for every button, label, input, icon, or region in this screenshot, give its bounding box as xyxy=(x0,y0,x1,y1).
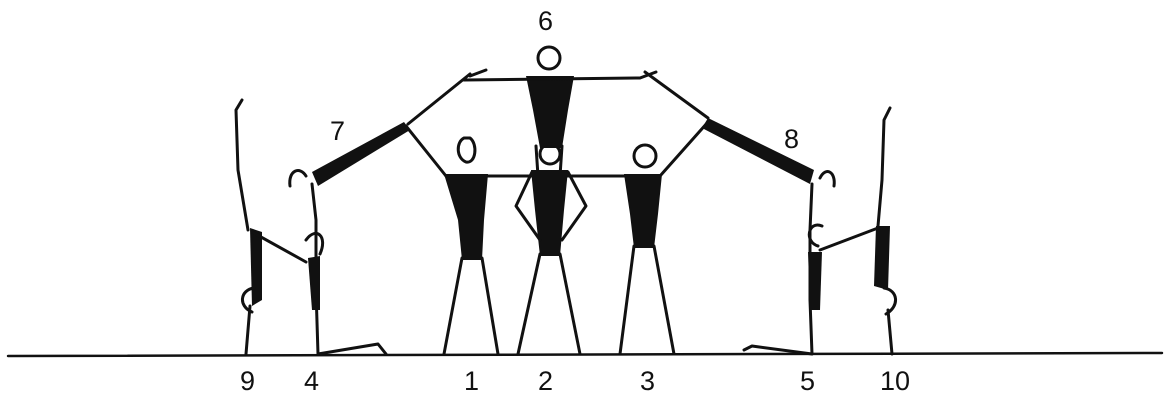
label-5: 5 xyxy=(800,368,815,395)
figure-8-head xyxy=(820,172,834,186)
figure-4-leg xyxy=(318,344,386,354)
label-8: 8 xyxy=(784,126,799,153)
figure-6-torso xyxy=(526,76,574,148)
figure-1 xyxy=(406,126,498,354)
label-10: 10 xyxy=(880,368,910,395)
figure-4 xyxy=(306,184,386,354)
figure-1-head xyxy=(458,138,475,162)
figure-9-torso xyxy=(250,228,262,306)
figure-3 xyxy=(620,122,708,354)
figure-10-head xyxy=(884,288,896,314)
label-3: 3 xyxy=(640,368,655,395)
figure-10 xyxy=(820,108,896,354)
label-2: 2 xyxy=(538,368,553,395)
figure-2-torso xyxy=(531,170,568,256)
ground-line xyxy=(8,353,1162,356)
label-1: 1 xyxy=(464,368,479,395)
arm-link-left xyxy=(408,74,470,124)
figure-4-torso xyxy=(308,256,320,310)
figure-3-torso xyxy=(624,174,662,248)
label-6: 6 xyxy=(538,8,553,35)
figure-7-body xyxy=(312,122,410,186)
figure-10-torso xyxy=(874,226,890,290)
figure-7-head xyxy=(290,171,306,186)
label-7: 7 xyxy=(330,118,345,145)
figure-1-legs xyxy=(444,258,498,354)
figure-2-legs xyxy=(518,254,580,354)
arm-link-right xyxy=(645,72,708,118)
figure-6-arms xyxy=(464,70,656,80)
label-9: 9 xyxy=(240,368,255,395)
figure-9-legs xyxy=(236,100,248,230)
figure-7 xyxy=(290,122,410,186)
figure-6-head xyxy=(538,47,560,69)
figure-5-torso xyxy=(808,252,822,310)
figure-9 xyxy=(236,100,306,354)
figure-3-legs xyxy=(620,246,674,354)
figure-3-head xyxy=(634,145,656,167)
figure-1-arms xyxy=(406,126,446,176)
figure-10-legs xyxy=(878,108,890,226)
figure-8 xyxy=(702,118,834,186)
figure-4-head xyxy=(306,233,323,254)
figure-3-arms xyxy=(660,122,708,176)
figure-5 xyxy=(744,184,822,354)
figure-1-torso xyxy=(444,174,488,260)
label-4: 4 xyxy=(304,368,319,395)
